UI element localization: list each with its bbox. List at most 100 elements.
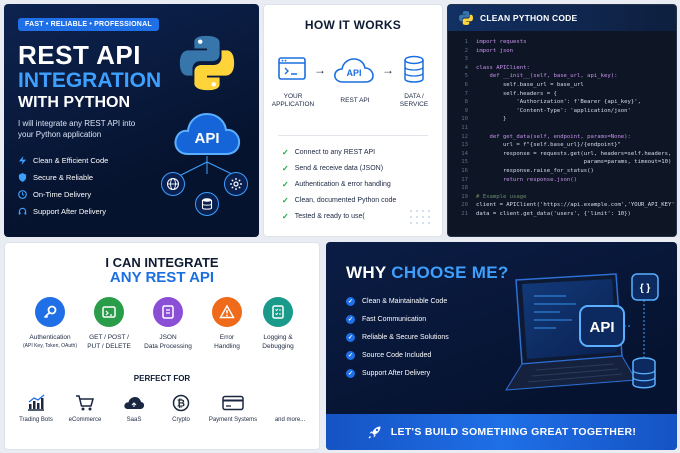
feature-item: Support After Delivery bbox=[18, 207, 106, 216]
check-icon: ✓ bbox=[346, 333, 355, 342]
log-icon bbox=[263, 297, 293, 327]
code-panel-title: CLEAN PYTHON CODE bbox=[480, 13, 578, 23]
code-line: 5 def __init__(self, base_url, api_key): bbox=[464, 73, 618, 80]
code-line: 7 self.headers = { bbox=[464, 90, 557, 97]
clock-icon bbox=[18, 190, 27, 199]
python-logo-icon bbox=[179, 35, 235, 91]
feature-item: Secure & Reliable bbox=[18, 173, 93, 182]
check-icon: ✓ bbox=[346, 351, 355, 360]
gear-icon bbox=[224, 172, 248, 196]
database-icon bbox=[195, 192, 219, 216]
cta-banner-text: LET'S BUILD SOMETHING GREAT TOGETHER! bbox=[390, 426, 637, 438]
industry-item: and more... bbox=[274, 417, 306, 423]
your-application-label: YOUR APPLICATION bbox=[271, 93, 315, 108]
hero-subtitle: I will integrate any REST API into your … bbox=[18, 119, 136, 139]
card-icon bbox=[205, 393, 261, 413]
code-line: 8 'Authorization': f'Bearer {api_key}', bbox=[464, 99, 642, 106]
warning-icon bbox=[212, 297, 242, 327]
industry-item: ₿ Crypto bbox=[156, 393, 206, 423]
check-icon: ✓ bbox=[282, 164, 289, 173]
code-line: 9 'Content-Type': 'application/json' bbox=[464, 107, 631, 114]
laptop-api-illustration: API { } bbox=[505, 273, 659, 391]
key-icon bbox=[35, 297, 65, 327]
rocket-icon bbox=[368, 426, 381, 439]
headset-icon bbox=[18, 207, 27, 215]
check-item: ✓Connect to any REST API bbox=[282, 148, 376, 157]
code-line: 10 } bbox=[461, 116, 507, 123]
service-item: GET / POST / PUT / DELETE bbox=[78, 297, 140, 351]
svg-text:API: API bbox=[194, 130, 219, 147]
service-item: Logging & Debugging bbox=[247, 297, 309, 351]
cloud-icon bbox=[109, 393, 159, 413]
api-cloud-icon: API bbox=[174, 112, 241, 155]
check-icon: ✓ bbox=[346, 315, 355, 324]
code-line: 12 def get_data(self, endpoint, params=N… bbox=[461, 133, 631, 140]
code-line: 15 params=params, timeout=10) bbox=[461, 159, 672, 166]
code-line: 14 response = requests.get(url, headers=… bbox=[461, 150, 672, 157]
benefit-item: ✓Source Code Included bbox=[346, 351, 432, 360]
code-line: 6 self.base_url = base_url bbox=[464, 81, 584, 88]
bitcoin-icon: ₿ bbox=[156, 393, 206, 413]
tagline-badge: FAST • RELIABLE • PROFESSIONAL bbox=[18, 18, 159, 31]
service-item: Authentication (API Key, Token, OAuth) bbox=[19, 297, 81, 350]
service-item: Error Handling bbox=[196, 297, 258, 351]
check-icon: ✓ bbox=[282, 148, 289, 157]
shield-icon bbox=[18, 173, 27, 182]
check-icon: ✓ bbox=[282, 196, 289, 205]
hero-title-line1: REST API bbox=[18, 40, 141, 70]
integrate-heading: I CAN INTEGRATE bbox=[105, 255, 219, 270]
why-choose-me-panel: WHY CHOOSE ME? ✓Clean & Maintainable Cod… bbox=[326, 242, 677, 450]
why-choose-heading: WHY CHOOSE ME? bbox=[346, 263, 509, 282]
integrations-panel: I CAN INTEGRATE ANY REST API Authenticat… bbox=[4, 242, 320, 450]
code-panel-header: CLEAN PYTHON CODE bbox=[448, 5, 676, 31]
code-line: 16 response.raise_for_status() bbox=[461, 167, 594, 174]
code-line: 18 bbox=[461, 185, 468, 192]
svg-text:{ }: { } bbox=[640, 283, 651, 294]
hero-title-line2: INTEGRATION bbox=[18, 69, 162, 92]
check-icon: ✓ bbox=[282, 212, 289, 221]
data-service-icon bbox=[404, 55, 424, 83]
python-logo-icon bbox=[459, 11, 473, 25]
chart-icon bbox=[11, 393, 61, 413]
svg-text:API: API bbox=[346, 68, 361, 78]
industry-item: SaaS bbox=[109, 393, 159, 423]
json-icon bbox=[153, 297, 183, 327]
data-service-label: DATA / SERVICE bbox=[399, 93, 429, 108]
check-icon: ✓ bbox=[346, 297, 355, 306]
check-icon: ✓ bbox=[346, 369, 355, 378]
rest-api-label: REST API bbox=[340, 97, 370, 104]
industry-item: eCommerce bbox=[60, 393, 110, 423]
rest-api-cloud-icon: API bbox=[334, 58, 374, 83]
cart-icon bbox=[60, 393, 110, 413]
benefit-item: ✓Support After Delivery bbox=[346, 369, 431, 378]
http-methods-icon bbox=[94, 297, 124, 327]
hero-panel: FAST • RELIABLE • PROFESSIONAL REST API … bbox=[4, 4, 259, 237]
app-window-icon bbox=[278, 57, 306, 80]
globe-icon bbox=[161, 172, 185, 196]
cta-banner: LET'S BUILD SOMETHING GREAT TOGETHER! bbox=[326, 414, 677, 450]
industry-item: Payment Systems bbox=[205, 393, 261, 423]
arrow-right-icon: → bbox=[382, 63, 394, 77]
code-line: 17 return response.json() bbox=[461, 176, 578, 183]
code-line: 13 url = f"{self.base_url}/{endpoint}" bbox=[461, 142, 621, 149]
divider bbox=[278, 135, 428, 136]
svg-text:₿: ₿ bbox=[177, 398, 185, 410]
dot-grid-decoration bbox=[410, 210, 430, 224]
check-item: ✓Clean, documented Python code bbox=[282, 196, 397, 205]
hero-title-line3: WITH PYTHON bbox=[18, 94, 130, 111]
feature-item: On-Time Delivery bbox=[18, 190, 91, 199]
arrow-right-icon: → bbox=[314, 63, 326, 77]
benefit-item: ✓Reliable & Secure Solutions bbox=[346, 333, 449, 342]
feature-item: Clean & Efficient Code bbox=[18, 156, 108, 165]
how-it-works-panel: HOW IT WORKS → API → YOUR APPLICATION RE… bbox=[263, 4, 443, 237]
perfect-for-heading: PERFECT FOR bbox=[133, 374, 191, 383]
check-item: ✓Tested & ready to use( bbox=[282, 212, 365, 221]
integrate-subheading: ANY REST API bbox=[109, 269, 215, 286]
bolt-icon bbox=[18, 156, 27, 165]
check-item: ✓Authentication & error handling bbox=[282, 180, 391, 189]
check-item: ✓Send & receive data (JSON) bbox=[282, 164, 384, 173]
how-it-works-title: HOW IT WORKS bbox=[304, 18, 402, 32]
